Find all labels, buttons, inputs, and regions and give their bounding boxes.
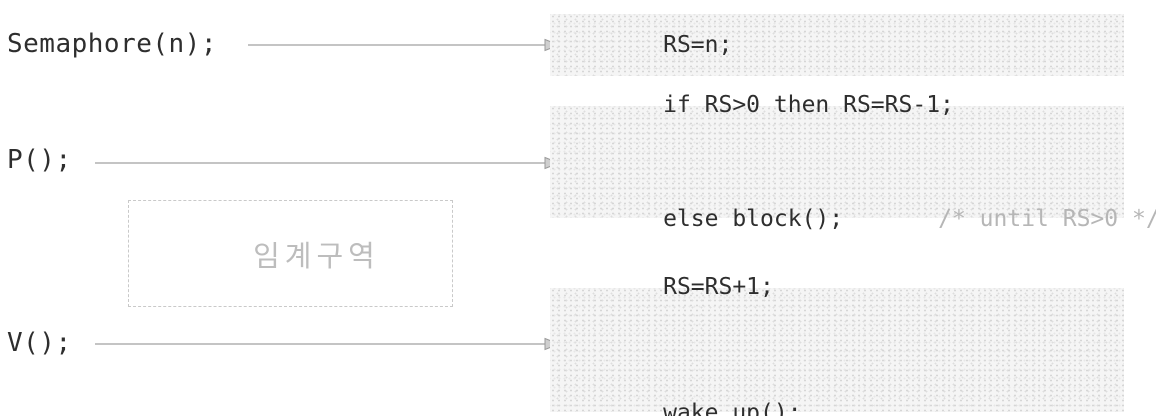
code-line: RS=n; <box>580 6 1124 84</box>
code-line: RS=RS+1; <box>580 224 1124 350</box>
code-text: if RS>0 then RS=RS-1; <box>663 92 954 118</box>
code-box-v-operation: RS=RS+1; wake_up(); <box>550 274 1124 416</box>
label-p-operation: P(); <box>7 145 72 175</box>
code-comment: /* until RS>0 */ <box>938 206 1156 232</box>
critical-section-label: 임계구역 <box>253 238 380 273</box>
code-text: else block(); <box>663 206 844 232</box>
label-v-operation: V(); <box>7 328 72 358</box>
code-line: wake_up(); <box>580 350 1124 416</box>
code-text: RS=RS+1; <box>663 274 774 300</box>
code-text: wake_up(); <box>663 400 802 416</box>
code-line: else block(); /* until RS>0 */ <box>580 162 1156 276</box>
code-line: if RS>0 then RS=RS-1; <box>580 48 1124 162</box>
code-box-init: RS=n; <box>550 14 1124 76</box>
label-semaphore-init: Semaphore(n); <box>7 29 217 59</box>
code-text: RS=n; <box>663 32 733 58</box>
arrow-right-icon-p <box>95 156 560 170</box>
arrow-right-icon-v <box>95 337 560 351</box>
arrow-right-icon-init <box>248 38 560 52</box>
code-box-p-operation: if RS>0 then RS=RS-1; else block(); /* un… <box>550 92 1156 232</box>
critical-section-box: 임계구역 <box>128 200 453 307</box>
